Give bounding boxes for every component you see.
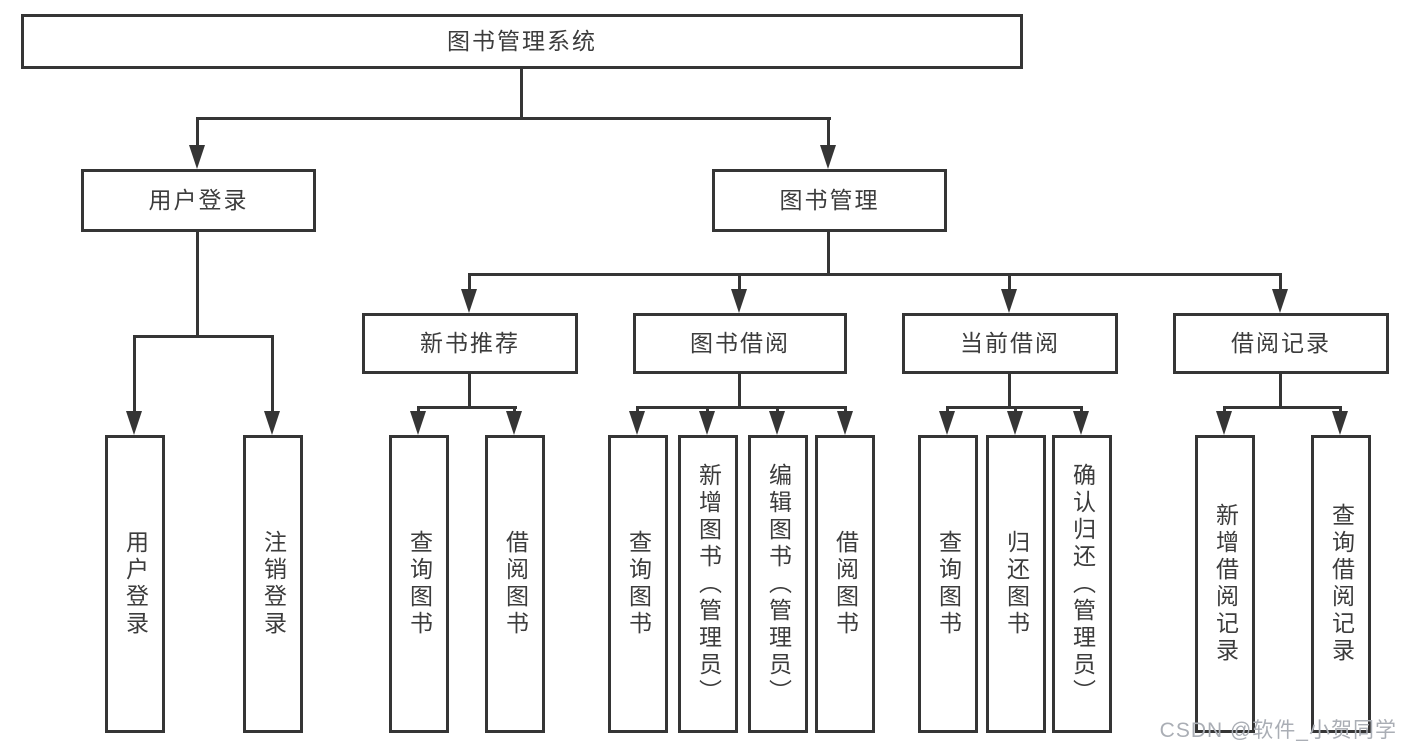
node-root-label: 图书管理系统 — [447, 27, 597, 54]
node-leaf-rec-borrow-books-label: 借阅图书 — [502, 530, 529, 638]
node-current-borrow: 当前借阅 — [902, 313, 1118, 374]
node-leaf-bb-edit-books-label: 编辑图书（管理员） — [765, 462, 792, 706]
node-leaf-cb-confirm-return-label: 确认归还（管理员） — [1069, 462, 1096, 706]
connector-segment — [946, 406, 949, 414]
connector-segment — [706, 406, 709, 414]
node-leaf-cb-query-books-label: 查询图书 — [935, 530, 962, 638]
node-leaf-user-login: 用户登录 — [105, 435, 165, 733]
connector-segment — [196, 230, 199, 335]
node-leaf-br-query-record-label: 查询借阅记录 — [1328, 503, 1355, 665]
connector-segment — [513, 406, 516, 414]
connector-segment — [776, 406, 779, 414]
arrowhead-icon — [461, 289, 477, 313]
arrowhead-icon — [1332, 411, 1348, 435]
arrowhead-icon — [699, 411, 715, 435]
connector-segment — [468, 273, 1282, 276]
connector-segment — [1279, 273, 1282, 293]
node-leaf-br-add-record: 新增借阅记录 — [1195, 435, 1255, 733]
arrowhead-icon — [264, 411, 280, 435]
node-leaf-bb-add-books-label: 新增图书（管理员） — [695, 462, 722, 706]
connector-segment — [1279, 372, 1282, 406]
connector-segment — [520, 69, 523, 117]
node-leaf-cb-return-books-label: 归还图书 — [1003, 530, 1030, 638]
connector-segment — [196, 117, 831, 120]
connector-segment — [133, 335, 274, 338]
connector-segment — [827, 230, 830, 273]
connector-segment — [1223, 406, 1226, 414]
node-leaf-user-login-label: 用户登录 — [122, 530, 149, 638]
connector-segment — [133, 335, 136, 413]
node-leaf-br-add-record-label: 新增借阅记录 — [1212, 503, 1239, 665]
arrowhead-icon — [939, 411, 955, 435]
node-borrow-records-label: 借阅记录 — [1231, 329, 1331, 356]
arrowhead-icon — [731, 289, 747, 313]
connector-segment — [417, 406, 420, 414]
node-leaf-rec-borrow-books: 借阅图书 — [485, 435, 545, 733]
node-book-borrow: 图书借阅 — [633, 313, 847, 374]
node-leaf-rec-query-books-label: 查询图书 — [406, 530, 433, 638]
connector-segment — [738, 372, 741, 406]
node-user-login: 用户登录 — [81, 169, 316, 232]
arrowhead-icon — [189, 145, 205, 169]
watermark: CSDN @软件_小贺同学 — [1159, 719, 1397, 742]
arrowhead-icon — [410, 411, 426, 435]
connector-segment — [196, 117, 199, 149]
connector-segment — [417, 406, 517, 409]
node-book-mgmt-label: 图书管理 — [779, 186, 880, 213]
node-leaf-cb-query-books: 查询图书 — [918, 435, 978, 733]
connector-segment — [1008, 372, 1011, 406]
connector-segment — [1014, 406, 1017, 414]
node-leaf-logout-label: 注销登录 — [260, 530, 287, 638]
node-leaf-bb-borrow-books: 借阅图书 — [815, 435, 875, 733]
node-borrow-records: 借阅记录 — [1173, 313, 1389, 374]
node-user-login-label: 用户登录 — [148, 186, 249, 213]
arrowhead-icon — [837, 411, 853, 435]
node-leaf-rec-query-books: 查询图书 — [389, 435, 449, 733]
node-book-borrow-label: 图书借阅 — [690, 329, 790, 356]
arrowhead-icon — [820, 145, 836, 169]
node-leaf-bb-query-books-label: 查询图书 — [625, 530, 652, 638]
node-leaf-cb-return-books: 归还图书 — [986, 435, 1046, 733]
arrowhead-icon — [1216, 411, 1232, 435]
arrowhead-icon — [126, 411, 142, 435]
connector-segment — [468, 372, 471, 406]
node-leaf-bb-query-books: 查询图书 — [608, 435, 668, 733]
connector-segment — [738, 273, 741, 293]
node-new-book-rec-label: 新书推荐 — [420, 329, 520, 356]
node-leaf-cb-confirm-return: 确认归还（管理员） — [1052, 435, 1112, 733]
connector-segment — [827, 117, 830, 149]
node-leaf-bb-add-books: 新增图书（管理员） — [678, 435, 738, 733]
connector-segment — [1080, 406, 1083, 414]
connector-segment — [1223, 406, 1342, 409]
arrowhead-icon — [1007, 411, 1023, 435]
node-leaf-br-query-record: 查询借阅记录 — [1311, 435, 1371, 733]
arrowhead-icon — [506, 411, 522, 435]
arrowhead-icon — [769, 411, 785, 435]
connector-segment — [844, 406, 847, 414]
node-leaf-bb-edit-books: 编辑图书（管理员） — [748, 435, 808, 733]
node-new-book-rec: 新书推荐 — [362, 313, 578, 374]
arrowhead-icon — [629, 411, 645, 435]
connector-segment — [1339, 406, 1342, 414]
arrowhead-icon — [1001, 289, 1017, 313]
connector-segment — [271, 335, 274, 413]
node-current-borrow-label: 当前借阅 — [960, 329, 1060, 356]
node-book-mgmt: 图书管理 — [712, 169, 947, 232]
node-root: 图书管理系统 — [21, 14, 1023, 69]
connector-segment — [636, 406, 639, 414]
connector-segment — [636, 406, 846, 409]
connector-segment — [468, 273, 471, 293]
arrowhead-icon — [1073, 411, 1089, 435]
node-leaf-bb-borrow-books-label: 借阅图书 — [832, 530, 859, 638]
connector-segment — [1008, 273, 1011, 293]
arrowhead-icon — [1272, 289, 1288, 313]
node-leaf-logout: 注销登录 — [243, 435, 303, 733]
